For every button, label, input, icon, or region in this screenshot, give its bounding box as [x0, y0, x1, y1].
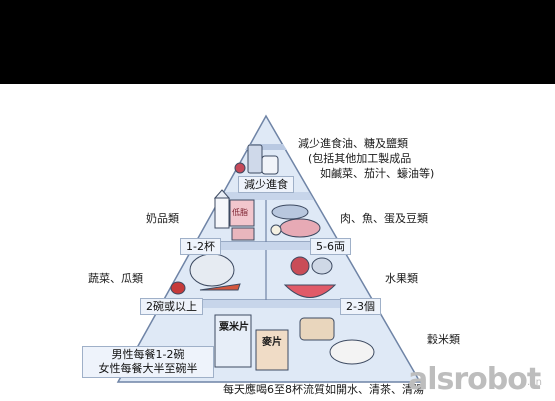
- cabbage-illustration: [189, 253, 235, 287]
- apple-illustration: [290, 256, 310, 276]
- meat-label: 肉、魚、蛋及豆類: [340, 212, 428, 225]
- grains-serving-line2: 女性每餐大半至碗半: [98, 362, 198, 375]
- watermelon-slice-illustration: [283, 284, 337, 298]
- top-black-bar: [0, 0, 555, 84]
- sauce-jar-illustration: [261, 155, 279, 175]
- milk-carton-top: [213, 189, 231, 199]
- fish-illustration: [271, 204, 309, 220]
- egg-illustration: [270, 224, 282, 236]
- meat-serving: 5-6両: [310, 238, 351, 255]
- grains-label: 穀米類: [427, 333, 460, 346]
- cheese-block-illustration: [231, 227, 255, 241]
- cereal-box-illustration: [214, 314, 252, 368]
- tomato-illustration: [170, 281, 186, 295]
- top-tier-label-line2: (包括其他加工製成品: [308, 152, 412, 165]
- watermark-suffix: .cn: [527, 377, 543, 388]
- bread-illustration: [299, 317, 335, 341]
- grains-serving-line1: 男性每餐1-2碗: [111, 348, 185, 361]
- milk-carton-illustration: [214, 197, 230, 229]
- meat-illustration: [279, 218, 321, 238]
- low-fat-box-illustration: [229, 199, 255, 227]
- low-fat-box-text: 低脂: [232, 208, 248, 217]
- top-tier-serving: 減少進食: [238, 176, 294, 193]
- oat-box-illustration: [255, 329, 289, 371]
- grains-serving: 男性每餐1-2碗 女性每餐大半至碗半: [82, 346, 214, 378]
- dairy-label: 奶品類: [146, 212, 179, 225]
- fruit-label: 水果類: [385, 272, 418, 285]
- water-label: 每天應喝6至8杯流質如開水、清茶、清湯: [223, 383, 424, 396]
- fruit-serving: 2-3個: [340, 298, 381, 315]
- vegetables-label: 蔬菜、瓜類: [88, 272, 143, 285]
- rice-bowl-illustration: [329, 339, 375, 365]
- carrot-illustration: [199, 283, 241, 291]
- candy-illustration: [234, 162, 246, 174]
- top-tier-label-line1: 減少進食油、糖及鹽類: [298, 137, 408, 150]
- oat-box-text: 麥片: [262, 337, 282, 348]
- tier-band-4: [162, 300, 370, 308]
- grapes-illustration: [311, 257, 333, 275]
- tier-band-2: [218, 192, 314, 200]
- tier-band-3: [192, 242, 340, 250]
- vegetables-serving: 2碗或以上: [140, 298, 203, 315]
- top-tier-label-line3: 如鹹菜、茄汁、蠔油等): [320, 167, 435, 180]
- oil-bottle-illustration: [247, 144, 263, 174]
- watermark: alsrobot: [408, 362, 541, 397]
- dairy-serving: 1-2杯: [180, 238, 221, 255]
- cereal-box-text: 粟米片: [219, 322, 249, 333]
